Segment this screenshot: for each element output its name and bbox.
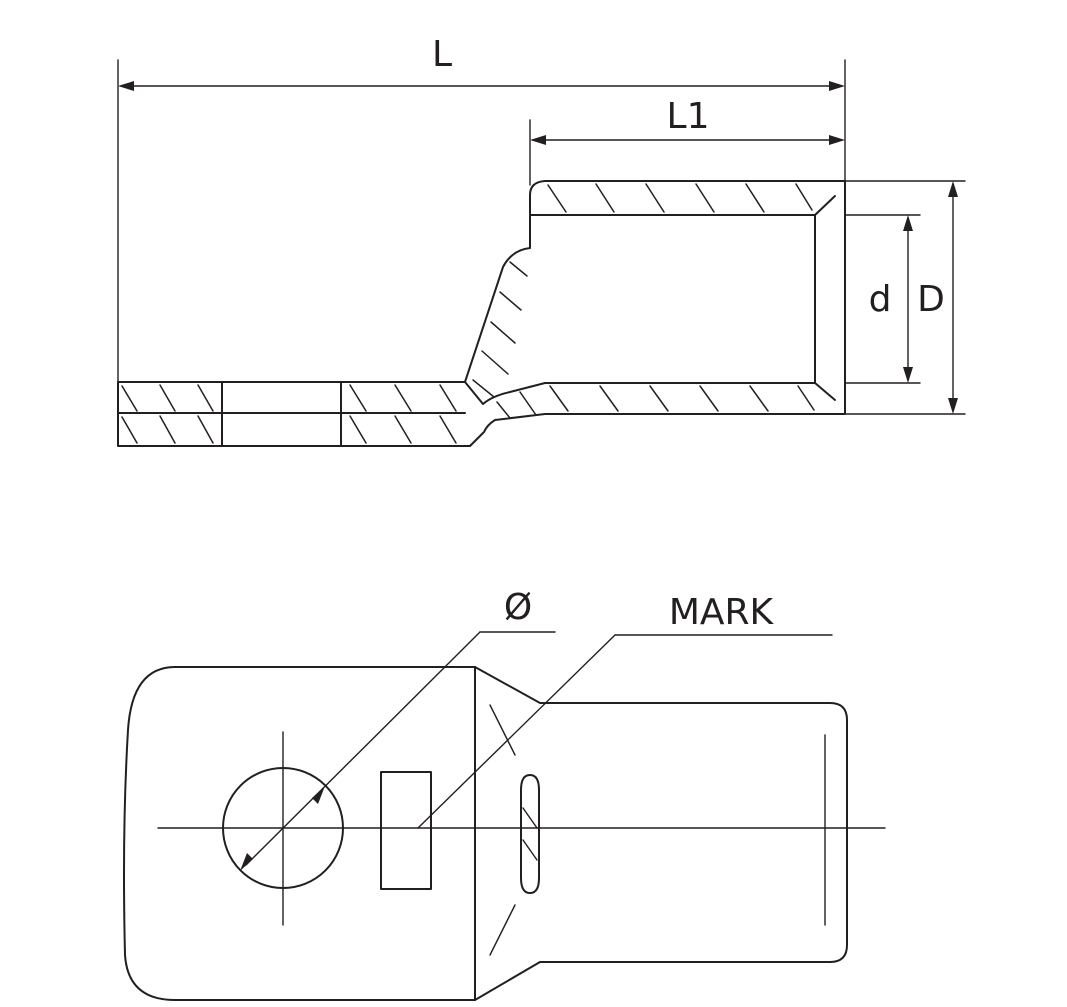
dimension-d-inner — [903, 215, 913, 383]
neck-line-top — [489, 704, 516, 756]
hole-diameter-label: Ø — [504, 587, 532, 628]
inspection-slot — [520, 774, 540, 894]
diameter-leader — [240, 631, 556, 871]
dimension-l1 — [530, 135, 845, 145]
dimension-l — [118, 81, 845, 91]
dimension-d-outer — [948, 181, 958, 414]
lug-section-outline — [117, 180, 846, 447]
section-hatching — [121, 183, 815, 444]
dimension-label-D: D — [917, 279, 945, 320]
top-plan-view: Ø MARK — [123, 587, 886, 1001]
inspection-slot-hatch — [522, 839, 538, 861]
mark-leader — [417, 634, 833, 829]
neck-line-bottom — [489, 904, 516, 956]
inspection-slot-hatch — [522, 807, 538, 829]
mark-box — [380, 771, 432, 890]
dimension-label-l: L — [432, 34, 452, 75]
lug-plan-outline — [123, 666, 848, 1001]
mark-label: MARK — [669, 592, 775, 633]
side-section-view: L L1 d D — [117, 34, 966, 447]
dimension-label-l1: L1 — [667, 96, 710, 137]
dimension-label-d: d — [869, 279, 892, 320]
